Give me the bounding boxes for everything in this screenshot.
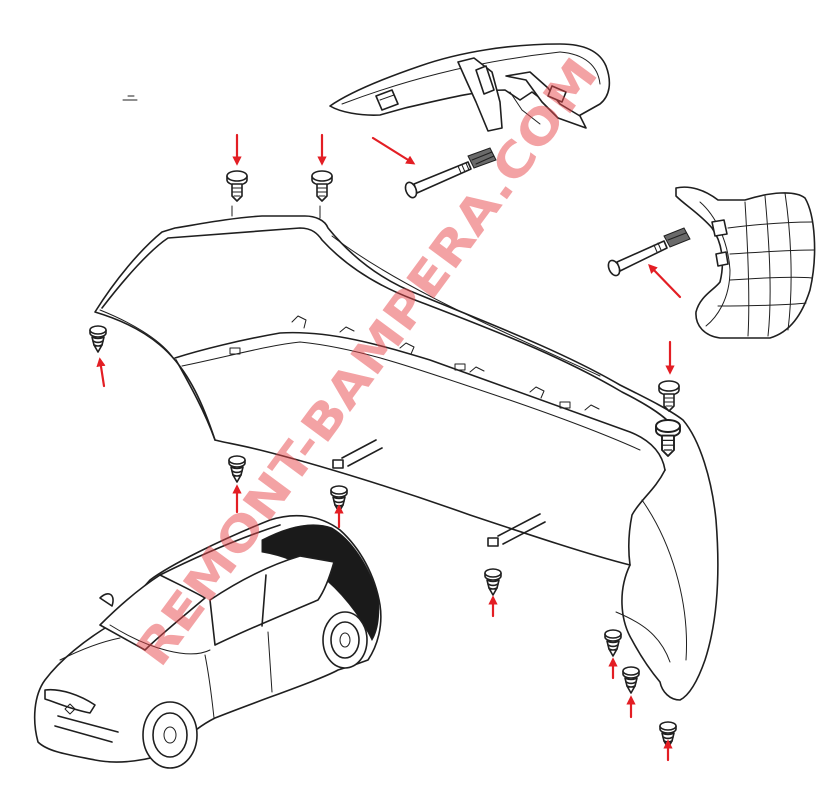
clip-bottom-1 (228, 455, 246, 483)
headlight (44, 688, 96, 714)
red-arrow (648, 264, 682, 299)
clip-wheel-arch-2 (622, 666, 640, 694)
bumper-bracket-right (487, 513, 546, 547)
bumper-bracket-left (332, 439, 383, 469)
side-light-bolt (607, 227, 691, 277)
mirror (99, 593, 114, 607)
screw-top-right (311, 170, 333, 202)
screw-top-left (226, 170, 248, 202)
side-windows (209, 555, 335, 646)
rear-bumper (94, 205, 719, 701)
red-arrow (96, 357, 106, 388)
windshield (99, 574, 206, 651)
clip-left-end (89, 325, 107, 353)
badge (64, 703, 76, 715)
rear-wheel (322, 611, 368, 669)
stray-mark (122, 95, 138, 101)
clip-bottom-3 (484, 568, 502, 596)
upper-light-bolt (404, 147, 497, 199)
front-wheel (142, 701, 198, 769)
red-arrow (371, 136, 416, 165)
side-tail-light (675, 186, 816, 339)
upper-tail-light (329, 43, 611, 132)
car-illustration (33, 514, 382, 769)
red-arrows (96, 133, 682, 762)
clip-wheel-arch-1 (604, 629, 622, 657)
